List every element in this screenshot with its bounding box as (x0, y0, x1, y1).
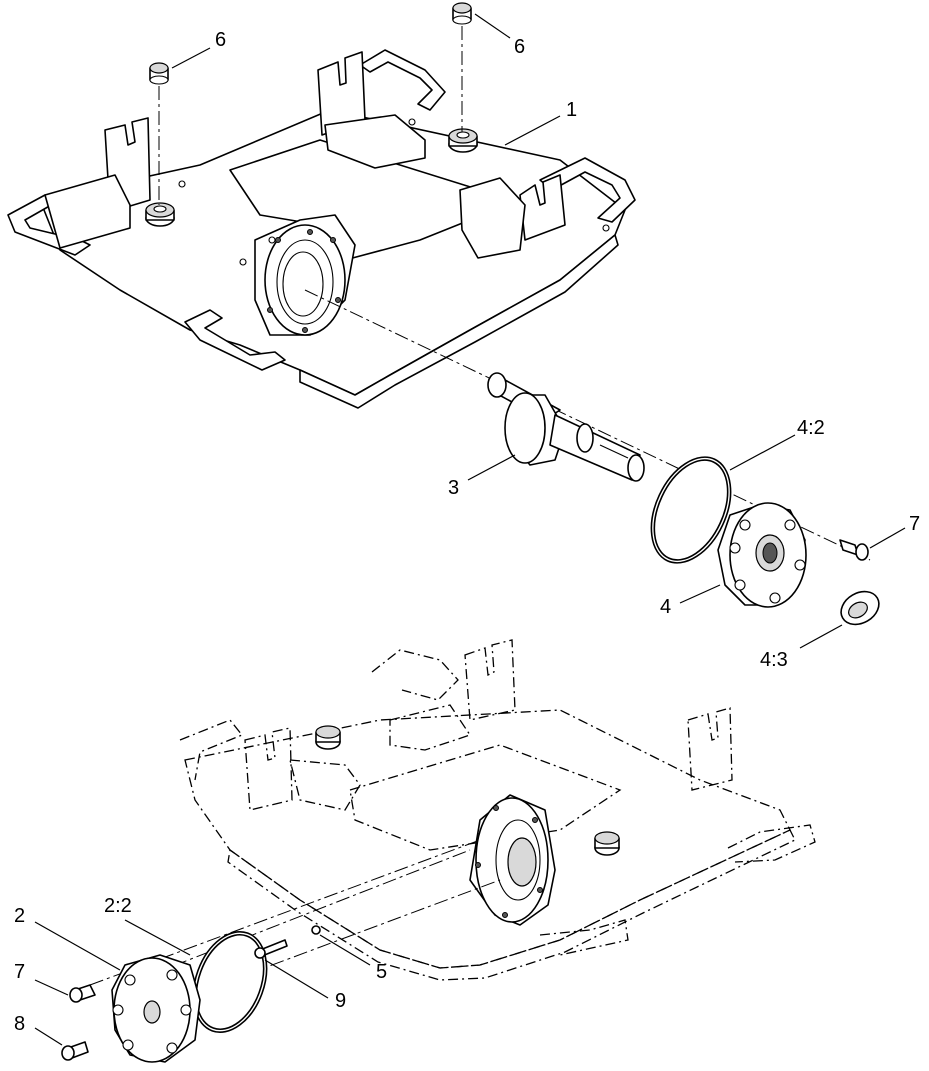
callout-4-3: 4:3 (760, 649, 788, 671)
callout-2-2: 2:2 (104, 895, 132, 917)
rubber-mount-bottom-left (315, 725, 341, 750)
callout-1: 1 (566, 99, 577, 121)
callout-6-right: 6 (514, 36, 525, 58)
bearing-housing-2 (111, 954, 201, 1063)
base-plate-top (7, 49, 636, 409)
cap-6-right (452, 2, 472, 25)
callout-7-top: 7 (909, 513, 920, 535)
callout-9: 9 (335, 990, 346, 1012)
callout-6-left: 6 (215, 29, 226, 51)
leader-lines (34, 13, 906, 1046)
eccentric-shaft (487, 372, 645, 482)
bearing-housing-4 (717, 502, 807, 608)
screw-9 (254, 939, 288, 959)
callout-8: 8 (14, 1013, 25, 1035)
seal-4-3 (840, 590, 880, 626)
rubber-mount-top-right (448, 128, 478, 153)
washer-5 (311, 925, 321, 935)
callout-3: 3 (448, 477, 459, 499)
callout-5: 5 (376, 961, 387, 983)
callout-4: 4 (660, 596, 671, 618)
cap-6-left (149, 62, 169, 85)
callout-2: 2 (14, 905, 25, 927)
callout-7-bottom: 7 (14, 961, 25, 983)
rubber-mount-top-left (145, 202, 175, 227)
bolt-7-top (839, 539, 869, 561)
o-ring-4-2 (650, 456, 732, 564)
bolt-8 (61, 1041, 89, 1061)
callout-4-2: 4:2 (797, 417, 825, 439)
bearing-housing-bottom-frame (469, 794, 556, 926)
bolt-7-bottom (69, 984, 96, 1003)
rubber-mount-bottom-right (594, 831, 620, 856)
o-ring-2-2 (192, 930, 268, 1034)
